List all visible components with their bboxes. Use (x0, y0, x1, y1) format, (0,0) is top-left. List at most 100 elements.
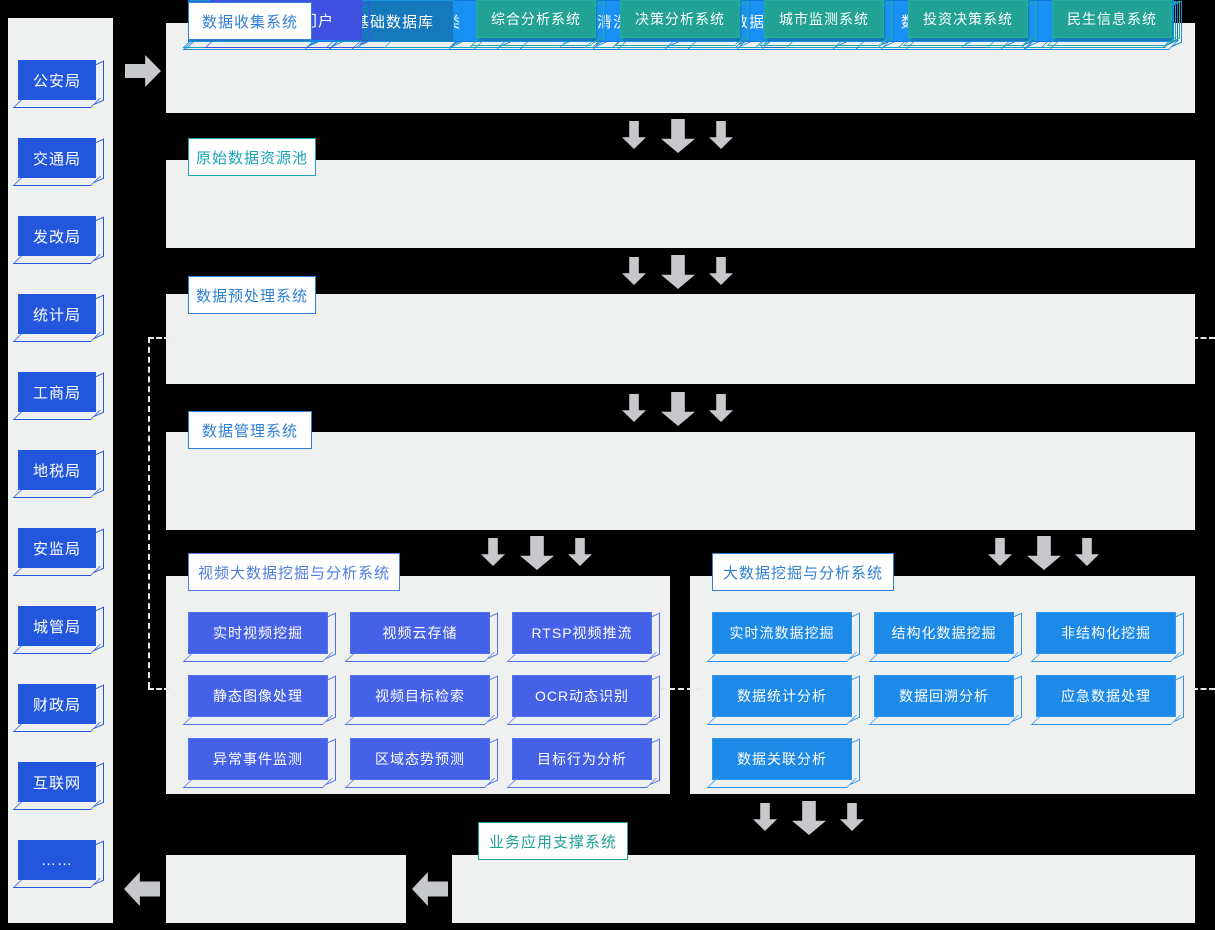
tab-video[interactable]: 视频大数据挖掘与分析系统 (188, 553, 400, 591)
dashed-right-top-stub (1192, 337, 1215, 339)
sidebar-item-6[interactable]: 地税局 (18, 450, 96, 490)
video-item-2[interactable]: 视频云存储 (350, 612, 490, 654)
box-label: 数据统计分析 (737, 688, 827, 704)
dashed-left-bottom-stub (148, 688, 170, 690)
down-arrow-icon (622, 394, 646, 422)
video-item-8[interactable]: 区域态势预测 (350, 738, 490, 780)
arrow-source-to-collect (125, 55, 161, 87)
box-label: 应急数据处理 (1061, 688, 1151, 704)
box-label: 结构化数据挖掘 (891, 625, 997, 641)
down-arrow-icon (1027, 536, 1061, 570)
box-label: 数据关联分析 (737, 751, 827, 767)
sidebar-item-10[interactable]: 互联网 (18, 762, 96, 802)
mining-item-2[interactable]: 结构化数据挖掘 (874, 612, 1014, 654)
box-label: 区域态势预测 (375, 751, 465, 767)
tab-support[interactable]: 业务应用支撑系统 (478, 822, 628, 860)
video-item-3[interactable]: RTSP视频推流 (512, 612, 652, 654)
tab-pool[interactable]: 原始数据资源池 (188, 138, 316, 176)
sidebar-item-9[interactable]: 财政局 (18, 684, 96, 724)
sidebar-item-4[interactable]: 统计局 (18, 294, 96, 334)
dashed-mid-stub (660, 688, 702, 690)
box-label: 公安局 (32, 72, 81, 90)
box-label: 决策分析系统 (635, 11, 725, 27)
video-item-4[interactable]: 静态图像处理 (188, 675, 328, 717)
down-arrow-icon (709, 394, 733, 422)
down-arrow-icon (988, 538, 1012, 566)
box-label: 数据回溯分析 (899, 688, 989, 704)
tab-preprocess[interactable]: 数据预处理系统 (188, 276, 316, 314)
mining-item-3[interactable]: 非结构化挖掘 (1036, 612, 1176, 654)
support-item-3[interactable]: 城市监测系统 (764, 0, 884, 38)
down-arrow-icon (622, 257, 646, 285)
sidebar-item-1[interactable]: 公安局 (18, 60, 96, 100)
tab-mining[interactable]: 大数据挖掘与分析系统 (712, 553, 894, 591)
sidebar-item-3[interactable]: 发改局 (18, 216, 96, 256)
mining-item-6[interactable]: 应急数据处理 (1036, 675, 1176, 717)
support-item-2[interactable]: 决策分析系统 (620, 0, 740, 38)
dashed-left-rail (148, 337, 150, 688)
mining-item-5[interactable]: 数据回溯分析 (874, 675, 1014, 717)
down-arrow-icon (792, 801, 826, 835)
box-label: 视频云存储 (382, 625, 458, 641)
down-arrow-icon (661, 119, 695, 153)
arrow-support-to-portal (412, 872, 448, 906)
tab-mining-label: 大数据挖掘与分析系统 (722, 564, 883, 582)
tab-collect[interactable]: 数据收集系统 (188, 2, 312, 40)
dashed-right-bottom-stub (1192, 688, 1215, 690)
sidebar-item-7[interactable]: 安监局 (18, 528, 96, 568)
tab-manage[interactable]: 数据管理系统 (188, 411, 312, 449)
panel-preprocess (166, 294, 1195, 384)
down-arrow-icon (709, 121, 733, 149)
box-label: 交通局 (32, 150, 81, 168)
box-label: 非结构化挖掘 (1061, 625, 1151, 641)
tab-support-label: 业务应用支撑系统 (488, 833, 617, 851)
video-item-1[interactable]: 实时视频挖掘 (188, 612, 328, 654)
panel-manage (166, 432, 1195, 530)
mining-item-1[interactable]: 实时流数据挖掘 (712, 612, 852, 654)
sidebar-item-2[interactable]: 交通局 (18, 138, 96, 178)
tab-collect-label: 数据收集系统 (201, 13, 298, 31)
box-label: OCR动态识别 (534, 688, 630, 704)
video-item-6[interactable]: OCR动态识别 (512, 675, 652, 717)
down-arrow-icon (753, 803, 777, 831)
box-label: 统计局 (32, 306, 81, 324)
box-label: 工商局 (32, 384, 81, 402)
support-item-5[interactable]: 民生信息系统 (1052, 0, 1172, 38)
tab-manage-label: 数据管理系统 (201, 422, 298, 440)
box-label: 静态图像处理 (213, 688, 303, 704)
box-label: 民生信息系统 (1067, 11, 1157, 27)
box-label: 实时流数据挖掘 (729, 625, 835, 641)
sidebar-item-8[interactable]: 城管局 (18, 606, 96, 646)
down-arrow-icon (709, 257, 733, 285)
support-item-4[interactable]: 投资决策系统 (908, 0, 1028, 38)
box-label: 综合分析系统 (491, 11, 581, 27)
box-label: 财政局 (32, 696, 81, 714)
video-item-9[interactable]: 目标行为分析 (512, 738, 652, 780)
down-arrow-icon (661, 392, 695, 426)
box-label: 城管局 (32, 618, 81, 636)
support-item-1[interactable]: 综合分析系统 (476, 0, 596, 38)
mining-item-4[interactable]: 数据统计分析 (712, 675, 852, 717)
sidebar-item-11[interactable]: …… (18, 840, 96, 880)
down-arrow-icon (520, 536, 554, 570)
tab-video-label: 视频大数据挖掘与分析系统 (197, 564, 390, 582)
box-label: 城市监测系统 (779, 11, 869, 27)
dashed-left-top-stub (148, 337, 170, 339)
box-label: 实时视频挖掘 (213, 625, 303, 641)
video-item-7[interactable]: 异常事件监测 (188, 738, 328, 780)
video-item-5[interactable]: 视频目标检索 (350, 675, 490, 717)
box-label: 基础数据库 (353, 13, 434, 31)
box-label: 安监局 (32, 540, 81, 558)
down-arrow-icon (840, 803, 864, 831)
arrow-portal-to-source (124, 872, 160, 906)
down-arrow-icon (622, 121, 646, 149)
tab-pool-label: 原始数据资源池 (195, 149, 308, 167)
box-label: 互联网 (32, 774, 81, 792)
down-arrow-icon (1075, 538, 1099, 566)
box-label: 目标行为分析 (537, 751, 627, 767)
sidebar-item-5[interactable]: 工商局 (18, 372, 96, 412)
mining-item-7[interactable]: 数据关联分析 (712, 738, 852, 780)
panel-support (452, 855, 1195, 923)
box-label: 视频目标检索 (375, 688, 465, 704)
down-arrow-icon (661, 255, 695, 289)
